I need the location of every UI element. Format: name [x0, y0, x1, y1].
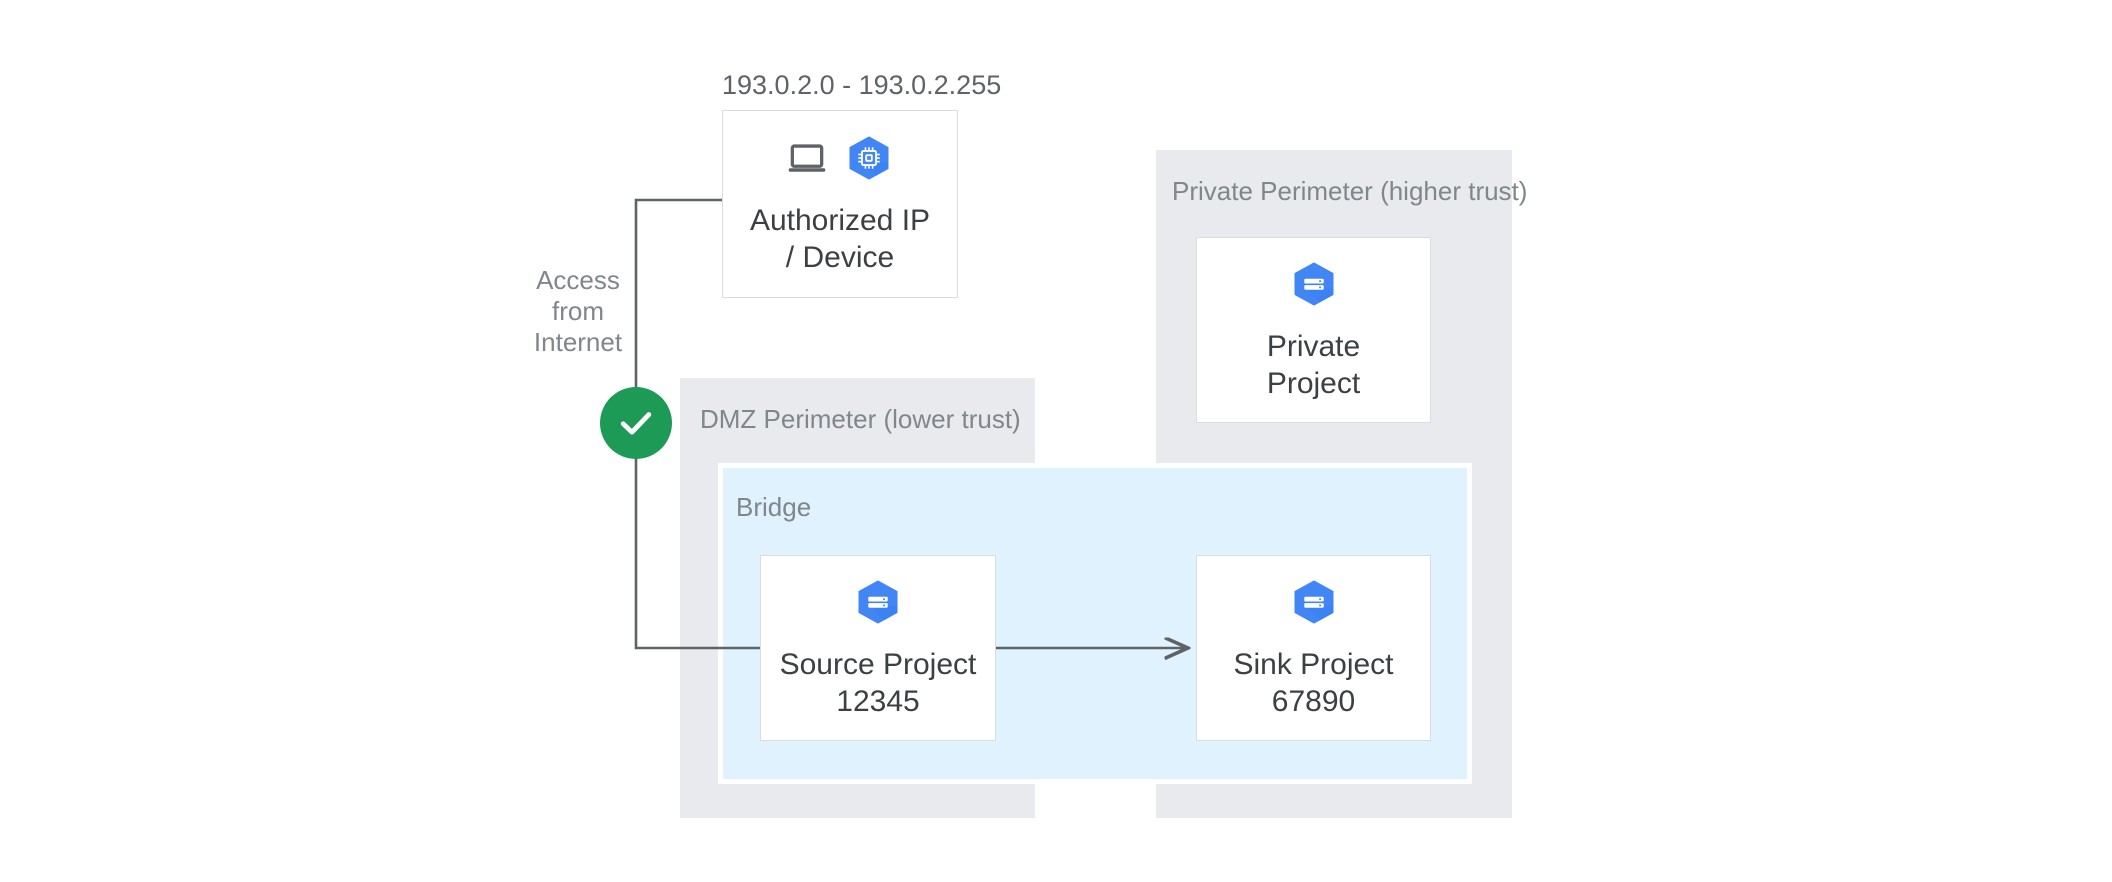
private-project-card[interactable]: Private Project — [1196, 237, 1431, 423]
project-hexagon-icon — [1294, 580, 1333, 624]
authorized-ip-device-label: Authorized IP / Device — [749, 204, 931, 274]
private-perimeter-label: Private Perimeter (higher trust) — [1172, 176, 1528, 206]
ip-range-label: 193.0.2.0 - 193.0.2.255 — [722, 70, 1002, 100]
source-project-label: Source Project 12345 — [779, 648, 977, 718]
laptop-icon — [788, 144, 826, 172]
sink-project-icons — [1288, 576, 1340, 628]
source-project-icons — [852, 576, 904, 628]
access-from-internet-label: Access from Internet — [533, 265, 623, 357]
project-hexagon-icon — [1294, 262, 1333, 306]
access-allowed-badge — [600, 387, 672, 459]
authorized-ip-device-card[interactable]: Authorized IP / Device — [722, 110, 958, 298]
bridge-label: Bridge — [736, 492, 812, 522]
compute-engine-hexagon-icon — [849, 136, 889, 180]
sink-project-card[interactable]: Sink Project 67890 — [1196, 555, 1431, 741]
project-hexagon-icon — [858, 580, 898, 624]
device-card-icons — [785, 132, 895, 184]
dmz-perimeter-label: DMZ Perimeter (lower trust) — [700, 404, 1021, 434]
source-project-card[interactable]: Source Project 12345 — [760, 555, 996, 741]
check-circle-icon — [620, 412, 652, 435]
private-project-label: Private Project — [1266, 330, 1361, 400]
private-project-icons — [1288, 258, 1340, 310]
sink-project-label: Sink Project 67890 — [1233, 648, 1394, 718]
